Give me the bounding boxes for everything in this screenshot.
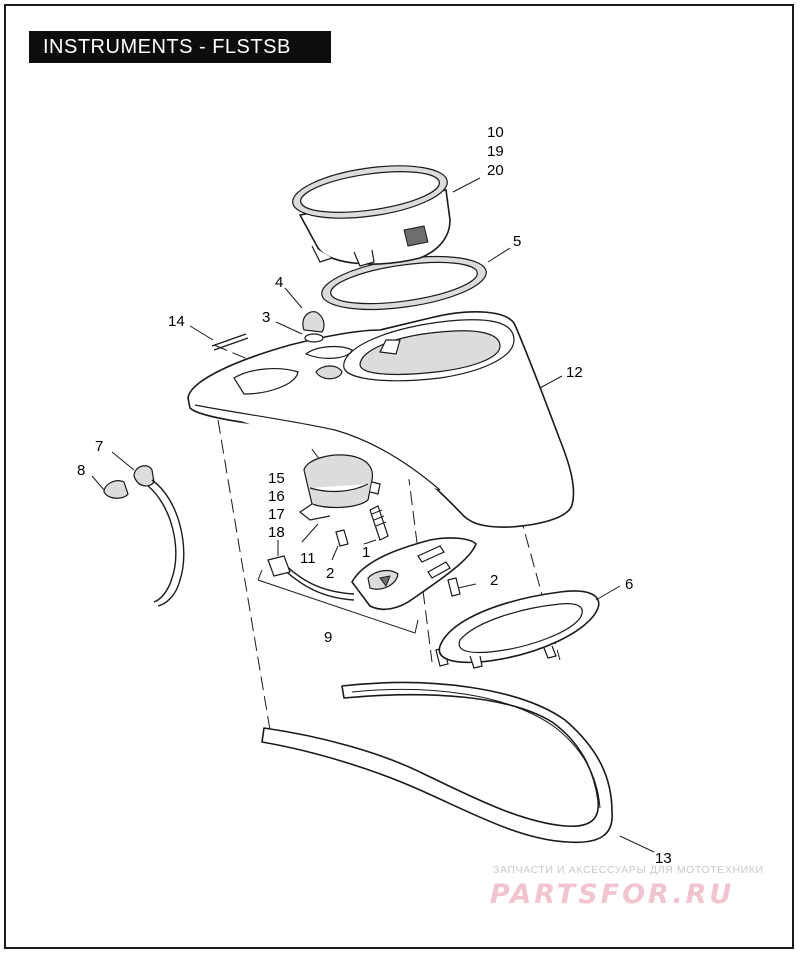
part-7-sensor [133,465,185,607]
callout-11: 11 [300,550,316,567]
callout-5: 5 [513,233,521,250]
callout-12: 12 [566,364,583,381]
watermark: ЗАПЧАСТИ И АКСЕССУАРЫ ДЛЯ МОТОТЕХНИКИ PA… [490,864,764,910]
callout-8: 8 [77,462,85,479]
watermark-brand: PARTSFOR.RU [490,879,734,910]
callout-15: 15 [268,470,285,487]
part-14-clip [211,333,249,351]
callout-10: 10 [487,124,504,141]
part-1-bolt [369,505,389,541]
callout-4: 4 [275,274,283,291]
part-12-console-housing [187,311,575,528]
watermark-tagline: ЗАПЧАСТИ И АКСЕССУАРЫ ДЛЯ МОТОТЕХНИКИ [493,864,764,876]
callout-14: 14 [168,313,185,330]
part-9-switch-housing [257,537,477,634]
callout-3: 3 [262,309,270,326]
callout-20: 20 [487,162,504,179]
callout-13: 13 [655,850,672,867]
part-3-washer [304,333,324,343]
callout-9: 9 [324,629,332,646]
callout-16: 16 [268,488,285,505]
callout-2-right: 2 [490,572,498,589]
part-5-gasket [321,255,487,311]
callout-1: 1 [362,544,370,561]
drawing-frame [4,4,794,949]
callout-19: 19 [487,143,504,160]
callout-7: 7 [95,438,103,455]
callout-2-left: 2 [326,565,334,582]
callout-6: 6 [625,576,633,593]
part-10-speedometer [292,165,451,267]
callout-18: 18 [268,524,285,541]
part-4-acorn-nut [302,311,325,333]
part-11-screw [335,529,349,547]
page-title: INSTRUMENTS - FLSTSB [29,31,331,63]
callout-leaders [91,177,655,853]
callout-17: 17 [268,506,285,523]
part-6-lower-bezel [438,590,600,669]
callout-labels: 10 19 20 5 4 3 14 12 7 8 15 16 17 18 11 … [77,124,672,867]
part-13-trim-strip [261,681,613,844]
part-15-indicator-module [298,454,381,521]
part-8-bulb [103,480,129,499]
